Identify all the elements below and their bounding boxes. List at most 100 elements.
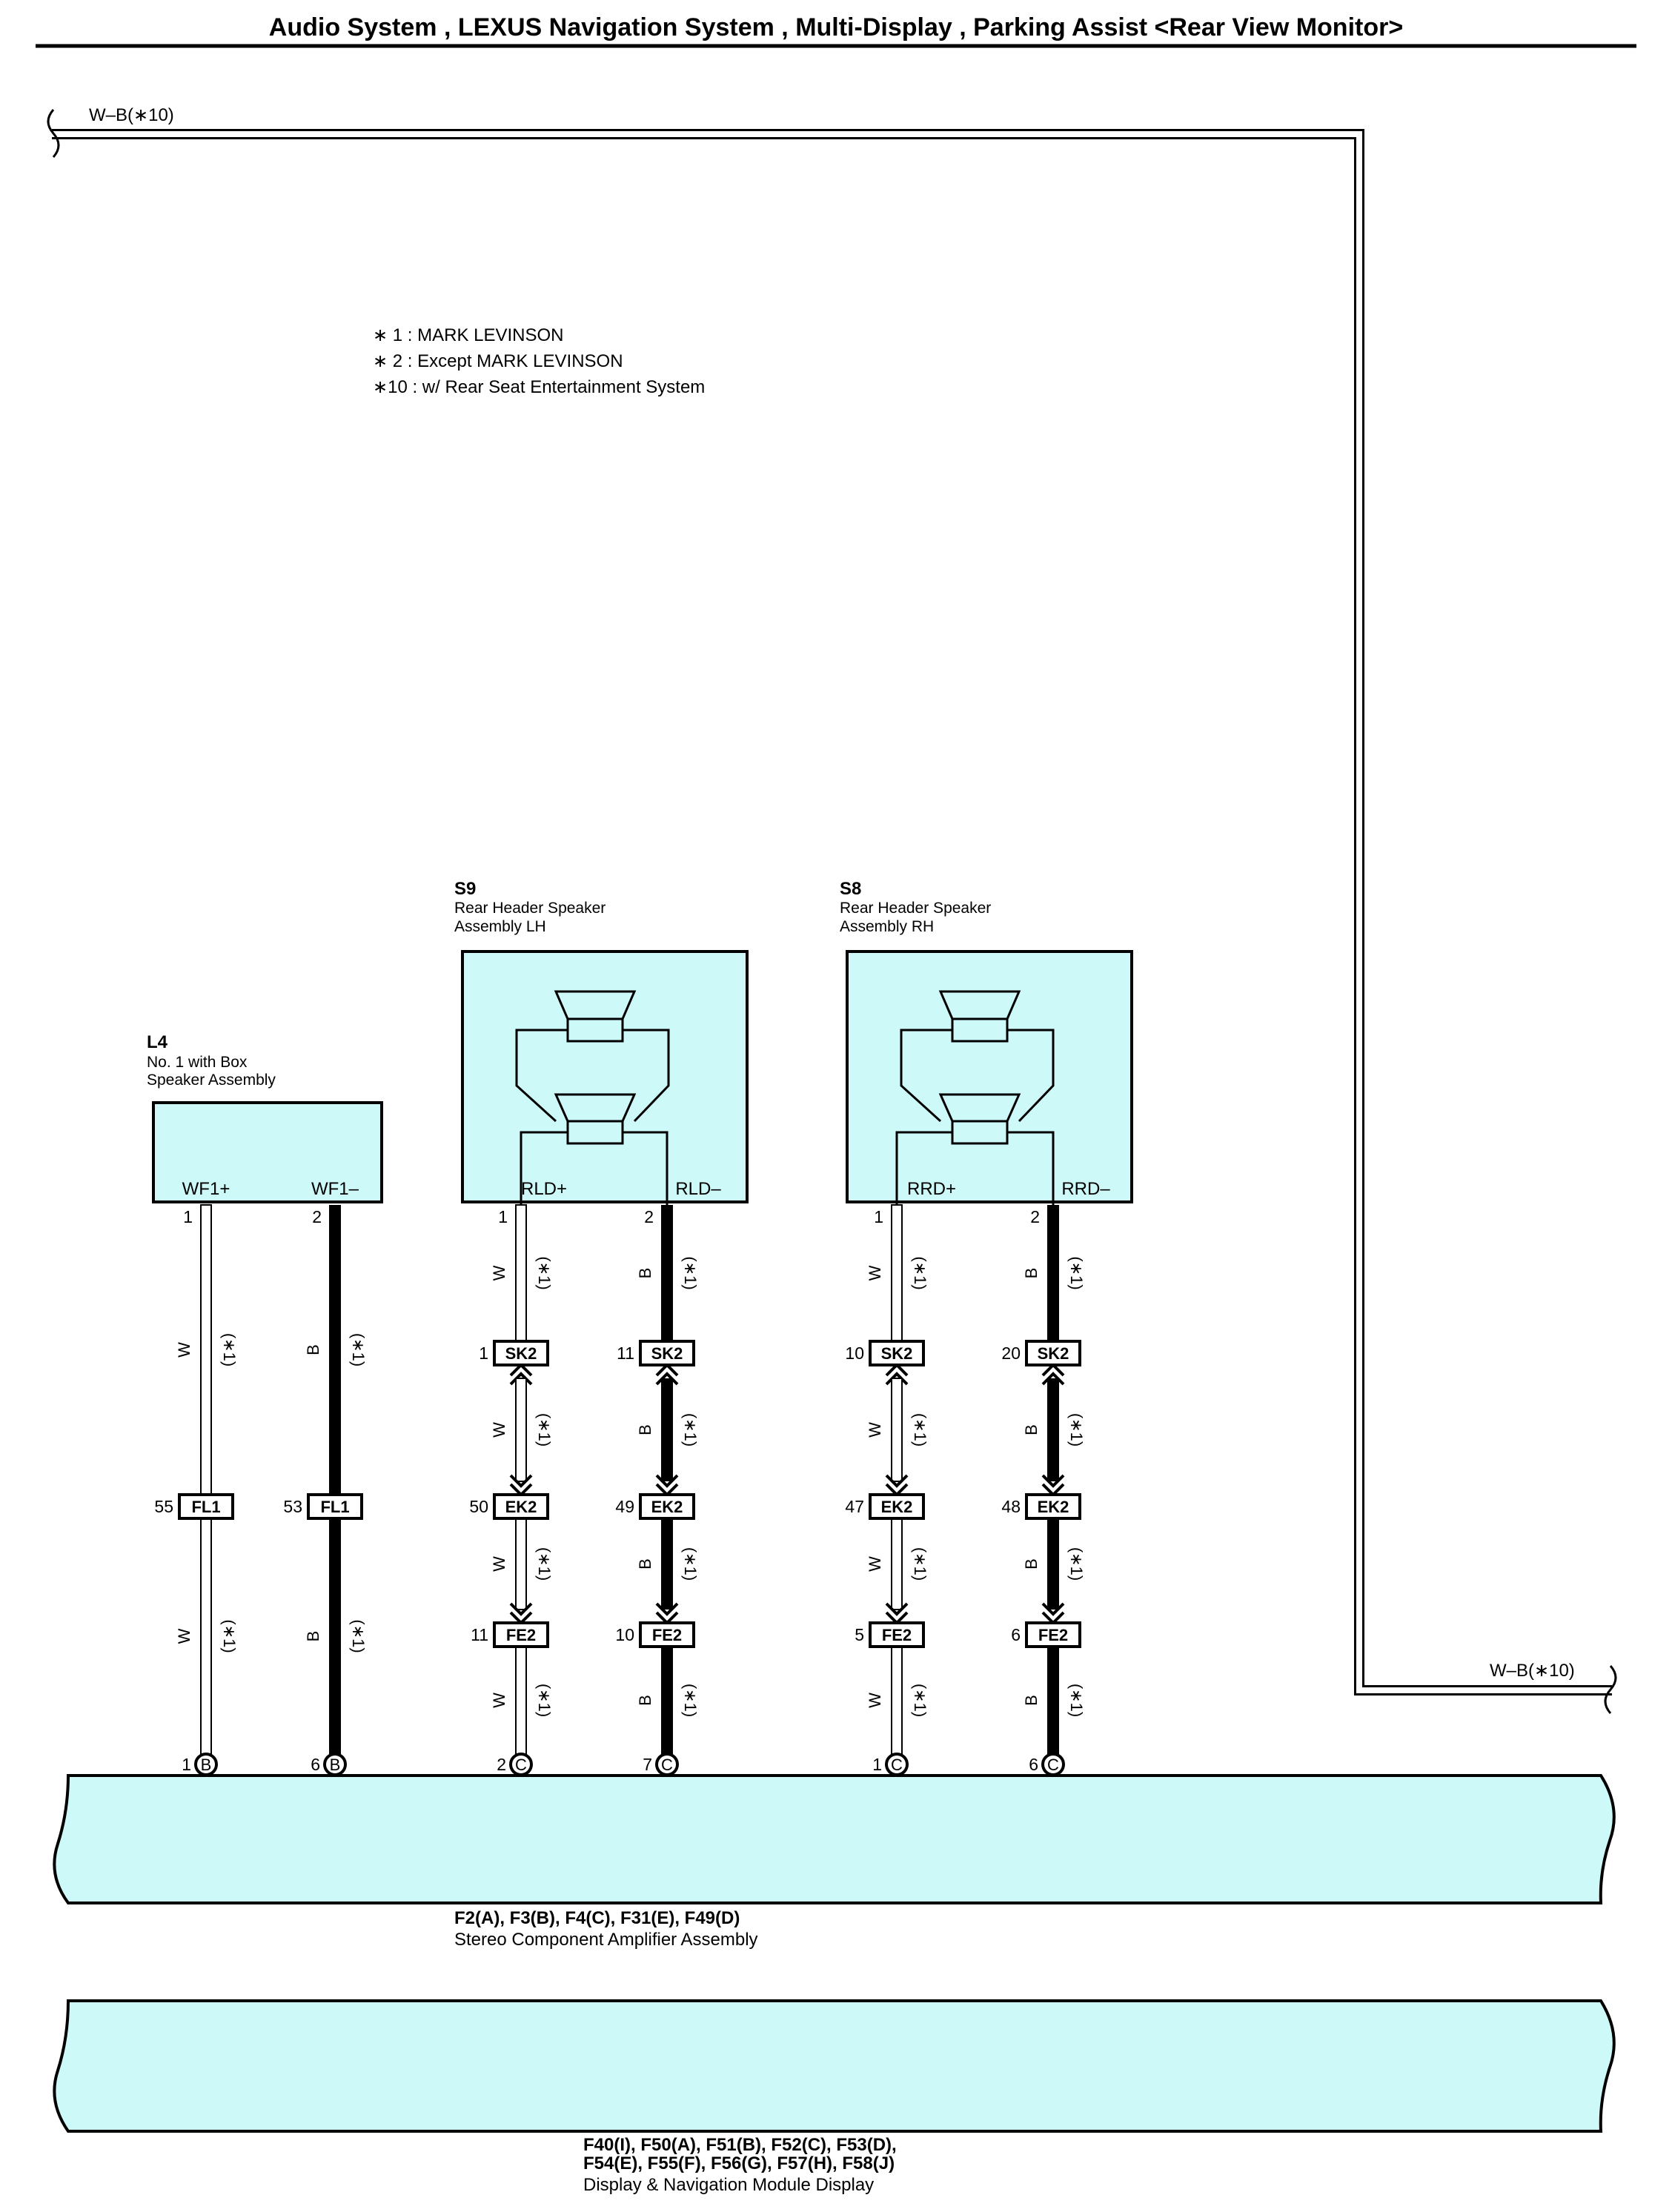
connector-code: SK2 xyxy=(1038,1344,1069,1363)
amplifier-body xyxy=(53,1774,1616,1904)
component-name-line1: No. 1 with Box xyxy=(147,1054,248,1071)
wire-color-label: B xyxy=(1022,1424,1041,1435)
display-body xyxy=(53,1999,1616,2133)
connector-box xyxy=(178,1493,234,1520)
component-code: S8 xyxy=(840,879,861,899)
pin-number: 20 xyxy=(1001,1344,1021,1363)
connector-chevron xyxy=(885,1372,909,1386)
wire-black xyxy=(661,1647,673,1754)
amp-pin-number: 6 xyxy=(1029,1755,1038,1774)
wire-white xyxy=(515,1378,527,1482)
wire-circuits: 1W(∗1)W(∗1)FL155B1WF1+2B(∗1)B(∗1)FL153B6… xyxy=(154,1204,1086,1808)
component-name-line2: Assembly RH xyxy=(840,918,934,935)
pin-number: 2 xyxy=(312,1207,322,1226)
wire-note-label: (∗1) xyxy=(911,1547,929,1581)
component-name-line2: Assembly LH xyxy=(454,918,546,935)
connector-code: FE2 xyxy=(506,1626,536,1644)
amp-pin-number: 7 xyxy=(643,1755,652,1774)
connector-chevron xyxy=(1041,1372,1065,1386)
wire-color-label: W xyxy=(866,1265,884,1281)
pin-number: 50 xyxy=(469,1497,488,1516)
connector-code: SK2 xyxy=(505,1344,537,1363)
wire-black xyxy=(1047,1378,1059,1481)
connector-box xyxy=(1025,1340,1081,1366)
wire-note-label: (∗1) xyxy=(681,1256,700,1289)
note-1: ∗ 1 : MARK LEVINSON xyxy=(373,325,564,345)
amp-pin-number: 1 xyxy=(872,1755,882,1774)
wire-note-label: (∗1) xyxy=(349,1619,368,1653)
connector-chevron xyxy=(509,1602,533,1616)
connector-box xyxy=(869,1493,925,1520)
connector-code: EK2 xyxy=(1038,1498,1069,1516)
wire-note-label: (∗1) xyxy=(911,1684,929,1717)
wire-white xyxy=(515,1204,527,1342)
component-l4: L4 No. 1 with Box Speaker Assembly WF1+ … xyxy=(147,1032,383,1203)
amp-connector-letter: C xyxy=(515,1756,527,1774)
connector-code: EK2 xyxy=(505,1498,537,1516)
wire-black xyxy=(329,1205,341,1495)
pin-number: 5 xyxy=(855,1625,864,1644)
connector-chevron xyxy=(885,1602,909,1616)
component-code: S9 xyxy=(454,879,476,899)
terminal-label: RRD– xyxy=(1061,1179,1110,1199)
wire-color-label: W xyxy=(490,1556,508,1572)
wire-white xyxy=(891,1378,903,1482)
note-10: ∗10 : w/ Rear Seat Entertainment System xyxy=(373,377,705,397)
wire-color-label: B xyxy=(1022,1268,1041,1279)
component-name-line1: Rear Header Speaker xyxy=(840,900,991,917)
pin-number: 1 xyxy=(479,1344,488,1363)
connector-code: SK2 xyxy=(651,1344,683,1363)
wire-color-label: W xyxy=(866,1693,884,1708)
wire-note-label: (∗1) xyxy=(1067,1684,1086,1717)
connector-chevron xyxy=(509,1372,533,1386)
wire-note-label: (∗1) xyxy=(535,1256,554,1289)
amplifier-panel: F2(A), F3(B), F4(C), F31(E), F49(D) Ster… xyxy=(53,1774,1616,1950)
speaker-symbol xyxy=(515,990,670,1205)
wire-white xyxy=(200,1204,212,1495)
wire-black xyxy=(661,1518,673,1610)
wire-color-label: B xyxy=(1022,1695,1041,1706)
s8-body xyxy=(846,950,1133,1203)
connector-box xyxy=(639,1621,695,1648)
connector-code: SK2 xyxy=(881,1344,913,1363)
wire-white xyxy=(515,1518,527,1610)
wire-color-label: W xyxy=(866,1556,884,1572)
display-codes-line1: F40(I), F50(A), F51(B), F52(C), F53(D), xyxy=(583,2135,897,2155)
wire-color-label: B xyxy=(304,1631,322,1642)
pin-number: 11 xyxy=(617,1344,634,1363)
wire-note-label: (∗1) xyxy=(681,1547,700,1581)
amplifier-name: Stereo Component Amplifier Assembly xyxy=(454,1930,758,1950)
terminal-label: RLD+ xyxy=(521,1179,567,1199)
wire-note-label: (∗1) xyxy=(681,1413,700,1447)
pin-number: 6 xyxy=(1011,1625,1021,1644)
note-2: ∗ 2 : Except MARK LEVINSON xyxy=(373,351,623,371)
component-name-line1: Rear Header Speaker xyxy=(454,900,606,917)
connector-box xyxy=(493,1340,549,1366)
wire-black xyxy=(329,1518,341,1754)
wb-wire-label-right: W–B(∗10) xyxy=(1490,1661,1575,1681)
wire-note-label: (∗1) xyxy=(681,1684,700,1717)
connector-box xyxy=(869,1621,925,1648)
wire-color-label: W xyxy=(490,1265,508,1281)
wire-note-label: (∗1) xyxy=(1067,1413,1086,1447)
pin-number: 2 xyxy=(1030,1207,1040,1226)
terminal-label: WF1– xyxy=(311,1179,359,1199)
wire-color-label: B xyxy=(304,1344,322,1355)
amp-pin-number: 1 xyxy=(182,1755,191,1774)
connector-chevron xyxy=(655,1372,679,1386)
connector-box xyxy=(869,1340,925,1366)
wire-color-label: W xyxy=(490,1693,508,1708)
connector-chevron xyxy=(1041,1602,1065,1616)
connector-box xyxy=(639,1493,695,1520)
wire-color-label: W xyxy=(866,1422,884,1438)
s9-body xyxy=(461,950,749,1203)
connector-code: EK2 xyxy=(881,1498,913,1516)
pin-number: 55 xyxy=(154,1497,173,1516)
connector-chevron xyxy=(655,1602,679,1616)
wire-note-label: (∗1) xyxy=(911,1413,929,1447)
wire-note-label: (∗1) xyxy=(535,1547,554,1581)
pin-number: 10 xyxy=(615,1625,634,1644)
speaker-symbol xyxy=(895,990,1055,1205)
amp-connector-letter: C xyxy=(891,1756,903,1774)
